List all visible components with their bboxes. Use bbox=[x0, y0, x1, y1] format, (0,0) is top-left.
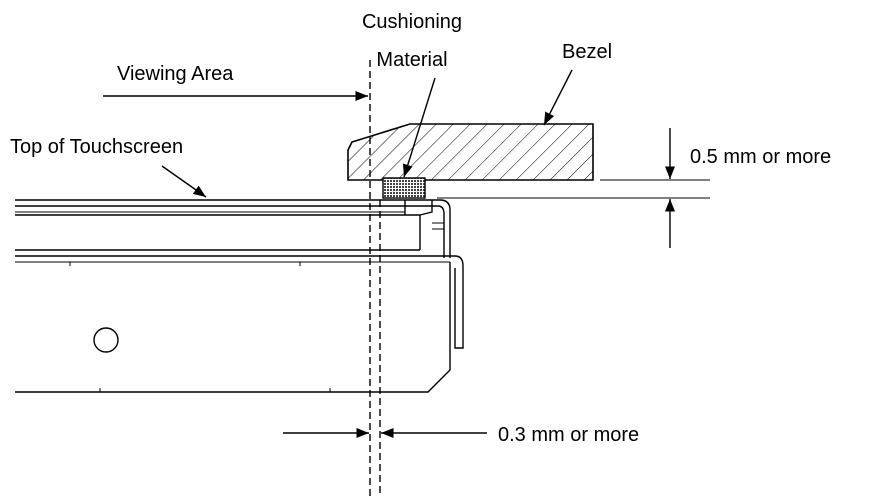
bezel-leader bbox=[543, 69, 573, 126]
vertical-gap-dimension bbox=[437, 128, 710, 248]
gap-horizontal-label: 0.3 mm or more bbox=[498, 424, 639, 446]
touchscreen-layers bbox=[15, 199, 451, 258]
cushioning-label-line1: Cushioning bbox=[362, 11, 462, 33]
bezel-shape bbox=[347, 123, 594, 181]
top-of-touchscreen-label: Top of Touchscreen bbox=[10, 136, 183, 158]
cushioning-label-line2: Material bbox=[376, 49, 447, 71]
bezel-label: Bezel bbox=[562, 41, 612, 63]
cushioning-material bbox=[382, 177, 426, 199]
viewing-area-label: Viewing Area bbox=[117, 63, 234, 85]
touchscreen-leader bbox=[161, 165, 207, 198]
lcd-panel bbox=[15, 215, 464, 393]
mounting-hole bbox=[93, 327, 119, 353]
cushioning-leader bbox=[402, 77, 436, 178]
gap-vertical-label: 0.5 mm or more bbox=[690, 146, 831, 168]
